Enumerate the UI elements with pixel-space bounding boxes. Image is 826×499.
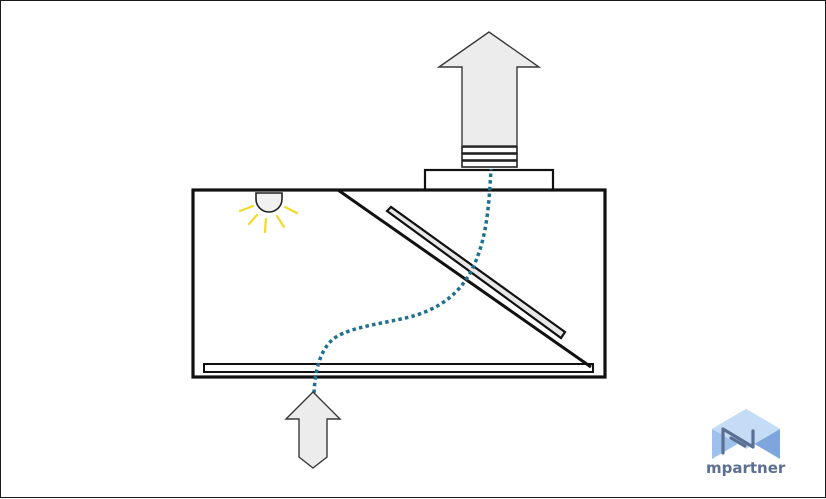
exhaust-arrow-icon — [436, 31, 542, 147]
bottom-filter-plate — [203, 363, 594, 373]
hood-housing — [191, 188, 607, 379]
brand-name: mpartner — [706, 459, 786, 477]
duct-ring-top — [461, 146, 518, 154]
duct-ring-middle — [461, 153, 518, 161]
intake-arrow-icon — [284, 391, 342, 469]
inclined-filter-panel — [385, 205, 567, 340]
diagonal-baffle — [337, 188, 592, 369]
airflow-path — [312, 168, 493, 394]
duct-ring-bottom — [461, 160, 518, 168]
lamp-icon — [238, 192, 299, 234]
brand-logo-icon — [712, 409, 780, 459]
